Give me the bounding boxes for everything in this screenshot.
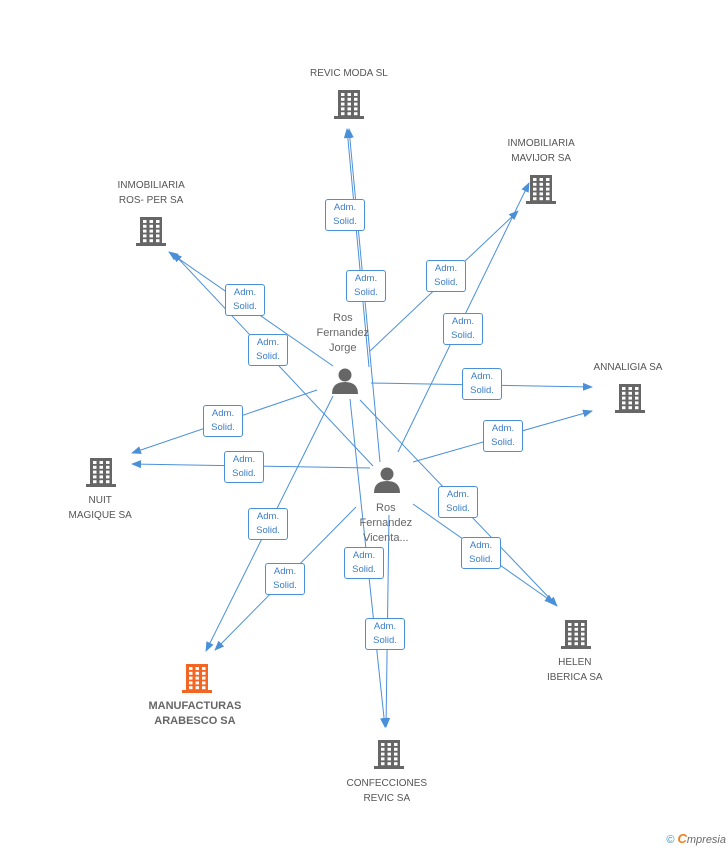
- node-label-line: INMOBILIARIA: [507, 138, 575, 149]
- node-label-helen_iberica[interactable]: HELEN IBERICA SA: [547, 655, 603, 685]
- edge-label-vicenta-inmob_mavijor[interactable]: Adm. Solid.: [443, 313, 483, 345]
- edge-label-vicenta-annaligia[interactable]: Adm. Solid.: [483, 420, 523, 452]
- edge-label-vicenta-manufacturas[interactable]: Adm. Solid.: [265, 563, 305, 595]
- edge-label-line: Adm.: [434, 263, 458, 274]
- building-icon-annaligia[interactable]: [615, 384, 645, 413]
- edge-label-line: Solid.: [469, 554, 493, 565]
- edge-label-line: Solid.: [491, 437, 515, 448]
- node-label-line: Fernandez: [316, 327, 370, 339]
- node-label-line: Fernandez: [359, 517, 413, 529]
- edge-label-line: Adm.: [373, 621, 397, 632]
- node-label-inmob_mavijor[interactable]: INMOBILIARIA MAVIJOR SA: [508, 136, 575, 166]
- node-label-line: IBERICA SA: [547, 672, 603, 683]
- edge-label-jorge-inmob_mavijor[interactable]: Adm. Solid.: [426, 260, 466, 292]
- building-icon-revic_moda[interactable]: [334, 90, 364, 119]
- edge-label-jorge-helen_iberica[interactable]: Adm. Solid.: [438, 486, 478, 518]
- node-label-line: HELEN: [558, 657, 592, 668]
- node-label-manufacturas[interactable]: MANUFACTURAS ARABESCO SA: [149, 699, 242, 729]
- building-icon-inmob_rosper[interactable]: [136, 217, 166, 246]
- node-label-line: Ros: [333, 312, 353, 324]
- edge-label-line: Solid.: [256, 525, 280, 536]
- edge-label-line: Adm.: [333, 202, 357, 213]
- edge-label-line: Solid.: [233, 301, 257, 312]
- node-label-line: REVIC MODA SL: [310, 68, 388, 79]
- node-label-line: REVIC SA: [363, 793, 411, 804]
- building-icon-manufacturas[interactable]: [182, 664, 212, 693]
- edge-label-jorge-revic_moda[interactable]: Adm. Solid.: [325, 199, 365, 231]
- edge-label-line: Solid.: [211, 422, 235, 433]
- edge-label-line: Solid.: [256, 351, 280, 362]
- node-label-line: ROS- PER SA: [118, 195, 184, 206]
- edge-label-line: Adm.: [273, 566, 297, 577]
- node-label-annaligia[interactable]: ANNALIGIA SA: [594, 360, 663, 375]
- node-label-line: CONFECCIONES: [346, 778, 428, 789]
- node-label-line: NUIT: [88, 495, 112, 506]
- node-label-line: Jorge: [329, 342, 357, 354]
- node-label-line: Vicenta...: [362, 532, 409, 544]
- edge-label-jorge-inmob_rosper[interactable]: Adm. Solid.: [225, 284, 265, 316]
- node-label-line: ANNALIGIA SA: [593, 362, 663, 373]
- node-label-line: Ros: [376, 502, 396, 514]
- edge-label-line: Solid.: [352, 564, 376, 575]
- person-icon-vicenta[interactable]: [374, 467, 400, 494]
- node-label-line: INMOBILIARIA: [117, 180, 185, 191]
- edge-label-line: Solid.: [446, 503, 470, 514]
- node-label-line: MAVIJOR SA: [511, 153, 572, 164]
- edge-line-jorge-revic_moda: [343, 128, 370, 368]
- edge-label-jorge-nuit_magique[interactable]: Adm. Solid.: [203, 405, 243, 437]
- edge-label-line: Solid.: [333, 216, 357, 227]
- edge-label-line: Adm.: [256, 511, 280, 522]
- edge-label-line: Solid.: [451, 330, 475, 341]
- edge-label-line: Solid.: [232, 468, 256, 479]
- edge-label-line: Solid.: [273, 580, 297, 591]
- edge-label-line: Solid.: [434, 277, 458, 288]
- edge-label-vicenta-revic_moda[interactable]: Adm. Solid.: [346, 270, 386, 302]
- edge-label-line: Adm.: [446, 489, 470, 500]
- edge-label-line: Solid.: [373, 635, 397, 646]
- edge-label-line: Solid.: [470, 385, 494, 396]
- edge-label-line: Adm.: [352, 550, 376, 561]
- node-label-line: MANUFACTURAS: [148, 700, 242, 712]
- edge-label-line: Adm.: [233, 287, 257, 298]
- edge-label-jorge-manufacturas[interactable]: Adm. Solid.: [248, 508, 288, 540]
- copyright-symbol: ©: [666, 834, 675, 846]
- building-icon-confecciones[interactable]: [374, 740, 404, 769]
- building-icon-inmob_mavijor[interactable]: [526, 175, 556, 204]
- edge-label-vicenta-confecciones[interactable]: Adm. Solid.: [365, 618, 405, 650]
- edge-label-line: Adm.: [232, 454, 256, 465]
- edge-label-line: Solid.: [354, 287, 378, 298]
- building-icon-helen_iberica[interactable]: [561, 620, 591, 649]
- brand-initial: C: [677, 831, 687, 846]
- footer-brand: ©Cmpresia: [666, 831, 726, 846]
- node-label-nuit_magique[interactable]: NUIT MAGIQUE SA: [69, 493, 132, 523]
- edge-label-vicenta-nuit_magique[interactable]: Adm. Solid.: [224, 451, 264, 483]
- edge-label-line: Adm.: [491, 423, 515, 434]
- edge-label-line: Adm.: [256, 337, 280, 348]
- node-label-line: ARABESCO SA: [154, 715, 236, 727]
- building-icon-nuit_magique[interactable]: [86, 458, 116, 487]
- edge-label-jorge-confecciones[interactable]: Adm. Solid.: [344, 547, 384, 579]
- edge-label-line: Adm.: [451, 316, 475, 327]
- person-icon-jorge[interactable]: [332, 368, 358, 395]
- node-label-line: MAGIQUE SA: [68, 510, 132, 521]
- edge-label-line: Adm.: [211, 408, 235, 419]
- edge-label-line: Adm.: [354, 273, 378, 284]
- edge-label-line: Adm.: [470, 371, 494, 382]
- brand-name: mpresia: [686, 834, 726, 846]
- node-label-confecciones[interactable]: CONFECCIONES REVIC SA: [347, 776, 428, 806]
- node-label-revic_moda[interactable]: REVIC MODA SL: [310, 66, 388, 81]
- edge-label-vicenta-inmob_rosper[interactable]: Adm. Solid.: [248, 334, 288, 366]
- edge-label-vicenta-helen_iberica[interactable]: Adm. Solid.: [461, 537, 501, 569]
- edge-label-jorge-annaligia[interactable]: Adm. Solid.: [462, 368, 502, 400]
- edge-label-line: Adm.: [469, 540, 493, 551]
- node-label-inmob_rosper[interactable]: INMOBILIARIA ROS- PER SA: [118, 178, 185, 208]
